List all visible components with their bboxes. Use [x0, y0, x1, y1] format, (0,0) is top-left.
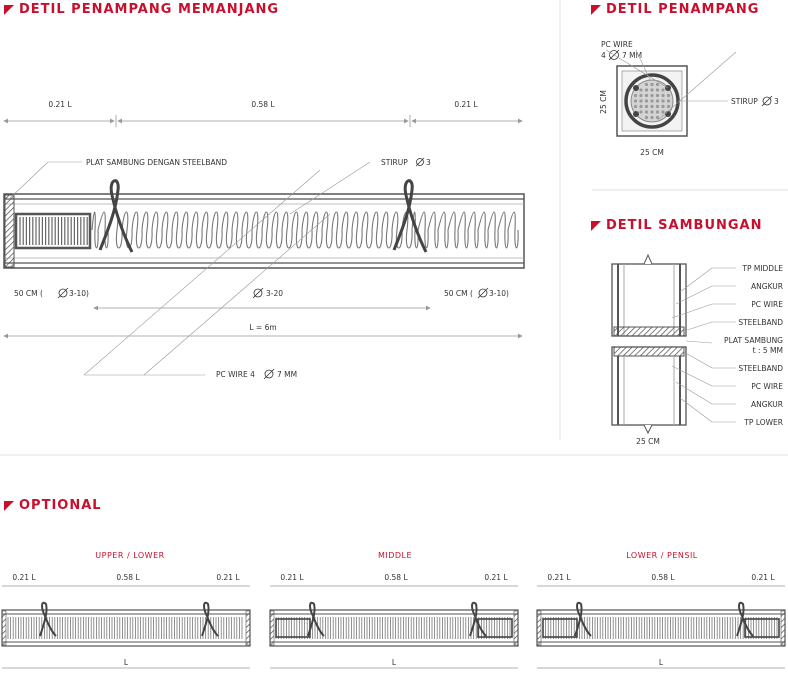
penampang-section: PC WIRE 4 7 MM STIRUP 3 25 CM 25 CM: [599, 40, 779, 157]
mem-label-plat: PLAT SAMBUNG DENGAN STEELBAND: [86, 158, 227, 167]
header-optional: OPTIONAL: [4, 498, 102, 513]
diameter-icon: [264, 369, 274, 379]
opt-lower-dim-mid: 0.58 L: [651, 573, 675, 582]
opt-middle-length: L: [392, 658, 397, 667]
opt-lower-dim-right: 0.21 L: [751, 573, 775, 582]
memanjang-top-dims: 0.21 L 0.58 L 0.21 L: [3, 100, 523, 127]
opt-upper-dim-right: 0.21 L: [216, 573, 240, 582]
pen-pc-wire-spec-b: 7 MM: [622, 51, 642, 60]
mem-bottom-left-size: 3-10): [69, 289, 89, 298]
mem-label-stirup: STIRUP: [381, 158, 408, 167]
sam-label-5: t : 5 MM: [753, 346, 783, 355]
mem-bottom-mid-size: 3-20: [266, 289, 283, 298]
opt-upper-length: L: [124, 658, 129, 667]
optional-pile-upper: 0.21 L 0.58 L 0.21 L L: [1, 573, 251, 669]
memanjang-bottom-dims: 50 CM ( 3-10) 3-20 50 CM ( 3-10) L = 6m: [3, 287, 523, 339]
optional-title-lower: LOWER / PENSIL: [626, 551, 698, 560]
memanjang-leaders: PLAT SAMBUNG DENGAN STEELBAND STIRUP 3 P…: [7, 157, 431, 380]
sam-label-1: ANGKUR: [751, 282, 783, 291]
sam-width: 25 CM: [636, 437, 660, 446]
optional-pile-lower: 0.21 L 0.58 L 0.21 L L: [536, 573, 786, 669]
triangle-icon: [4, 500, 14, 511]
memanjang-pile: [3, 179, 525, 269]
pen-stirup-size: 3: [774, 97, 779, 106]
diameter-icon: [253, 288, 263, 298]
opt-middle-dim-mid: 0.58 L: [384, 573, 408, 582]
header-sambungan-text: DETIL SAMBUNGAN: [606, 218, 763, 233]
pen-pc-wire: PC WIRE: [601, 40, 633, 49]
opt-upper-dim-left: 0.21 L: [12, 573, 36, 582]
diameter-icon: [609, 50, 619, 60]
sam-label-4: PLAT SAMBUNG: [724, 336, 783, 345]
triangle-icon: [591, 4, 601, 15]
header-memanjang: DETIL PENAMPANG MEMANJANG: [4, 2, 279, 17]
mem-bottom-right-size: 3-10): [489, 289, 509, 298]
mem-pc-wire: PC WIRE 4: [216, 370, 255, 379]
diameter-icon: [58, 288, 68, 298]
diameter-icon: [416, 158, 424, 166]
header-sambungan: DETIL SAMBUNGAN: [591, 218, 763, 233]
mem-stirup-size: 3: [426, 158, 431, 167]
sam-label-2: PC WIRE: [751, 300, 783, 309]
diameter-icon: [478, 288, 488, 298]
mem-pc-wire-size: 7 MM: [277, 370, 297, 379]
header-memanjang-text: DETIL PENAMPANG MEMANJANG: [19, 2, 280, 17]
opt-upper-dim-mid: 0.58 L: [116, 573, 140, 582]
sam-label-8: ANGKUR: [751, 400, 783, 409]
sam-label-6: STEELBAND: [738, 364, 783, 373]
sam-label-0: TP MIDDLE: [741, 264, 783, 273]
optional-title-upper: UPPER / LOWER: [95, 551, 165, 560]
opt-lower-dim-left: 0.21 L: [547, 573, 571, 582]
mem-bottom-right: 50 CM (: [444, 289, 473, 298]
sam-label-7: PC WIRE: [751, 382, 783, 391]
opt-lower-length: L: [659, 658, 664, 667]
optional-piles: 0.21 L 0.58 L 0.21 L L 0.21 L 0.58 L 0.2…: [1, 573, 786, 669]
pen-stirup: STIRUP: [731, 97, 758, 106]
opt-middle-dim-left: 0.21 L: [280, 573, 304, 582]
sambungan-section: 25 CM TP MIDDLE ANGKUR PC WIRE STEELBAND…: [611, 253, 783, 446]
mem-bottom-left: 50 CM (: [14, 289, 43, 298]
pen-side: 25 CM: [599, 90, 608, 114]
diameter-icon: [762, 96, 772, 106]
mem-dim-left: 0.21 L: [48, 100, 72, 109]
pen-bottom: 25 CM: [640, 148, 664, 157]
mem-dim-right: 0.21 L: [454, 100, 478, 109]
triangle-icon: [591, 220, 601, 231]
header-penampang-text: DETIL PENAMPANG: [606, 2, 760, 17]
triangle-icon: [4, 4, 14, 15]
header-optional-text: OPTIONAL: [19, 498, 102, 513]
sam-label-9: TP LOWER: [743, 418, 783, 427]
mem-length: L = 6m: [249, 323, 276, 332]
optional-pile-middle: 0.21 L 0.58 L 0.21 L L: [269, 573, 519, 669]
mem-dim-mid: 0.58 L: [251, 100, 275, 109]
header-penampang: DETIL PENAMPANG: [591, 2, 759, 17]
opt-middle-dim-right: 0.21 L: [484, 573, 508, 582]
optional-title-middle: MIDDLE: [377, 551, 413, 560]
sam-label-3: STEELBAND: [738, 318, 783, 327]
pen-pc-wire-spec-a: 4: [601, 51, 606, 60]
